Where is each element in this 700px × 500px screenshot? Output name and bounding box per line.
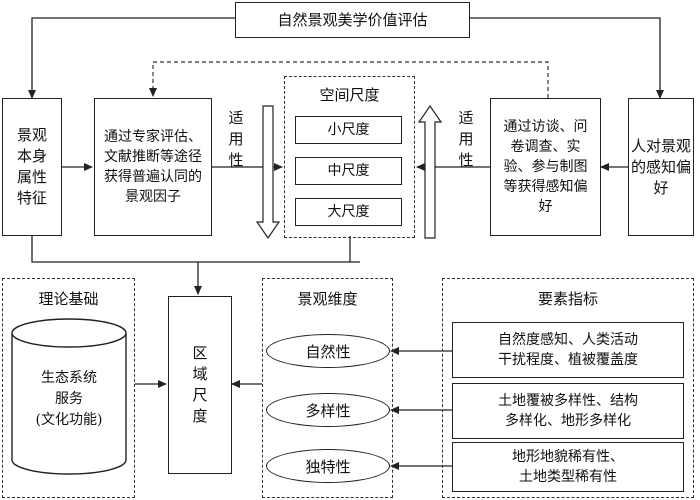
theory-group xyxy=(2,278,135,498)
line-left-down xyxy=(31,236,360,263)
spatial-scale-title: 空间尺度 xyxy=(319,86,380,104)
scale-small-box: 小尺度 xyxy=(295,116,402,144)
expert-evaluation-box: 通过专家评估、文献推断等途径获得普遍认同的景观因子 xyxy=(94,98,212,236)
expert-evaluation-text: 通过专家评估、文献推断等途径获得普遍认同的景观因子 xyxy=(104,129,202,205)
survey-method-text: 通过访谈、问卷调查、实验、参与制图等获得感知偏好 xyxy=(503,119,588,215)
arrow-title-to-right-box xyxy=(470,17,664,99)
element-indicators-title: 要素指标 xyxy=(537,290,598,308)
cylinder-label: 生态系统 服务 (文化功能) xyxy=(35,370,103,428)
applicable-label-right: 适用性 xyxy=(458,109,474,169)
applicable-label-left: 适用性 xyxy=(228,109,244,169)
indicator-box-naturalness: 自然度感知、人类活动 干扰程度、植被覆盖度 xyxy=(452,322,684,378)
dashed-feedback-line xyxy=(149,61,549,98)
perception-preference-box: 人对景观的感知偏好 xyxy=(628,98,694,236)
landscape-attribute-box: 景观本身属性特征 xyxy=(2,98,62,236)
cylinder-shape xyxy=(11,318,127,475)
scale-large-box: 大尺度 xyxy=(295,198,402,226)
hollow-down-arrow xyxy=(255,105,281,240)
scale-medium-box: 中尺度 xyxy=(295,157,402,185)
element-indicators-group xyxy=(442,278,694,498)
arrow-title-to-left-box xyxy=(28,17,235,99)
survey-method-box: 通过访谈、问卷调查、实验、参与制图等获得感知偏好 xyxy=(490,98,601,236)
spatial-scale-group xyxy=(284,76,415,238)
regional-scale-text: 区域尺度 xyxy=(192,344,208,425)
dimension-naturalness: 自然性 xyxy=(266,334,390,368)
regional-scale-box: 区域尺度 xyxy=(168,296,232,474)
dimension-diversity: 多样性 xyxy=(266,393,390,427)
landscape-dimension-group xyxy=(262,278,393,498)
title-text: 自然景观美学价值评估 xyxy=(277,10,428,29)
dimension-uniqueness: 独特性 xyxy=(266,449,390,483)
landscape-attribute-text: 景观本身属性特征 xyxy=(16,126,47,207)
indicator-box-diversity: 土地覆被多样性、结构 多样化、地形多样化 xyxy=(452,383,684,439)
theory-title: 理论基础 xyxy=(38,290,99,308)
indicator-box-uniqueness: 地形地貌稀有性、 土地类型稀有性 xyxy=(452,442,684,492)
hollow-up-arrow xyxy=(417,104,443,239)
title-box: 自然景观美学价值评估 xyxy=(235,2,470,38)
landscape-dimension-title: 景观维度 xyxy=(297,290,358,308)
perception-preference-text: 人对景观的感知偏好 xyxy=(631,136,692,197)
